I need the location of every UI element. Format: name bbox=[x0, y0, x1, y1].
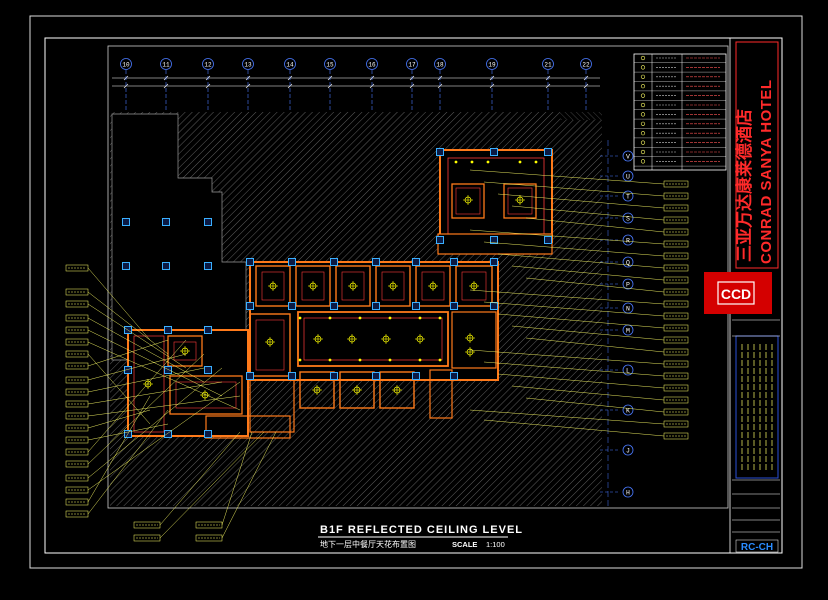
legend-table bbox=[633, 53, 727, 171]
scale-value: 1:100 bbox=[486, 540, 505, 549]
row-grid-label: J bbox=[626, 448, 630, 455]
row-grid-label: N bbox=[626, 306, 630, 313]
light-fixtures bbox=[143, 160, 538, 400]
column-grid-label: 19 bbox=[488, 62, 496, 69]
column-grid-label: 15 bbox=[326, 62, 334, 69]
row-grid-label: Q bbox=[626, 260, 630, 267]
row-grid-label: H bbox=[626, 490, 630, 497]
column-grid-label: 16 bbox=[368, 62, 376, 69]
row-grid-label: P bbox=[626, 282, 630, 289]
column-grid-label: 10 bbox=[122, 62, 130, 69]
drawing-title: B1F REFLECTED CEILING LEVEL bbox=[320, 524, 523, 536]
company-logo-text: CCD bbox=[721, 286, 751, 302]
scale-label: SCALE bbox=[452, 540, 477, 549]
row-grid-label: V bbox=[626, 154, 630, 161]
annotation-leaders bbox=[65, 169, 689, 542]
row-grid-label: T bbox=[626, 194, 630, 201]
column-grid-label: 18 bbox=[436, 62, 444, 69]
row-grid-label: U bbox=[626, 174, 630, 181]
row-grid bbox=[600, 140, 634, 506]
row-grid-label: L bbox=[626, 368, 630, 375]
row-grid-label: S bbox=[626, 216, 630, 223]
drawing-subtitle-cn: 地下一层中餐厅天花布置图 bbox=[320, 539, 416, 549]
column-grid-label: 11 bbox=[162, 62, 170, 69]
structural-columns bbox=[122, 148, 552, 438]
column-grid-label: 21 bbox=[544, 62, 552, 69]
column-grid-label: 12 bbox=[204, 62, 212, 69]
row-grid-label: R bbox=[626, 238, 630, 245]
sheet-number: RC-CH bbox=[741, 542, 773, 553]
column-grid-label: 14 bbox=[286, 62, 294, 69]
column-grid bbox=[120, 58, 592, 110]
column-grid-label: 22 bbox=[582, 62, 590, 69]
project-name-en: CONRAD SANYA HOTEL bbox=[758, 79, 775, 264]
inner-sheet-frame bbox=[44, 37, 783, 554]
title-block bbox=[704, 38, 780, 553]
top-dimension-lines bbox=[112, 75, 600, 89]
row-grid-label: K bbox=[626, 408, 630, 415]
column-grid-label: 17 bbox=[408, 62, 416, 69]
project-name-cn: 三亚万达康莱德酒店 bbox=[734, 109, 754, 262]
column-grid-label: 13 bbox=[244, 62, 252, 69]
row-grid-label: M bbox=[626, 328, 630, 335]
outer-sheet-frame bbox=[29, 15, 803, 569]
